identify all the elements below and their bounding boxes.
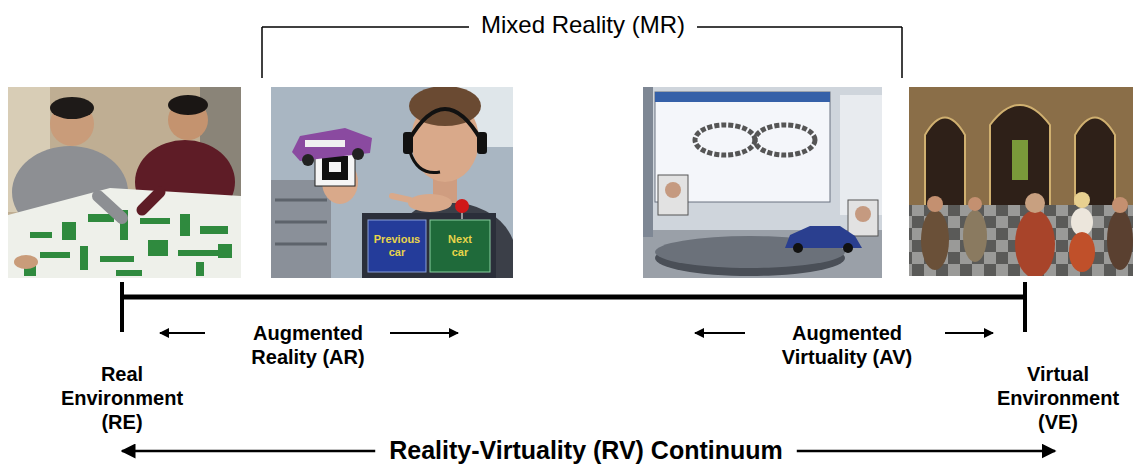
headset-mic <box>410 152 440 173</box>
virtual-car-wheel <box>302 154 314 166</box>
augmented-virtuality-label: Augmented Virtuality (AV) <box>767 321 927 369</box>
temple-arch <box>990 105 1050 210</box>
virtual-environment-screenshot <box>909 87 1133 276</box>
headset-cup <box>403 132 413 154</box>
button-plate <box>362 213 496 278</box>
chain-image <box>695 125 755 155</box>
virtual-car-wheel <box>843 243 853 253</box>
map-sheet <box>8 188 241 278</box>
avatar-skirt <box>1069 232 1095 272</box>
pointing-hand <box>14 255 38 269</box>
augmented-virtuality-screenshot <box>643 87 882 278</box>
continuum-label: Reality-Virtuality (RV) Continuum <box>276 437 896 465</box>
shelf-lines <box>275 200 327 244</box>
avatar-head <box>1112 197 1128 213</box>
avatar-body <box>1015 210 1055 276</box>
avatar-head <box>1025 193 1045 213</box>
continuum-axis <box>122 295 1027 300</box>
virtual-room-wall <box>643 87 882 278</box>
video-face <box>855 206 871 222</box>
axis-end-tick <box>1023 282 1027 332</box>
continuum-arrow <box>122 450 375 453</box>
range-arrow <box>945 332 993 334</box>
person-arm <box>98 196 122 218</box>
person-hair <box>50 97 94 119</box>
continuum-arrow <box>797 450 1055 453</box>
pointing-finger <box>392 196 410 200</box>
avatar-head <box>1074 192 1090 208</box>
headset-cup <box>477 132 487 154</box>
virtual-button <box>368 220 426 272</box>
slider-ball <box>455 199 469 213</box>
virtual-room-panel <box>840 95 882 215</box>
avatar-body <box>921 210 949 270</box>
chain-image <box>755 125 815 155</box>
bracket-line <box>697 26 902 28</box>
virtual-car-wheel <box>352 148 364 160</box>
range-arrow <box>160 332 205 334</box>
person-hair <box>409 87 481 126</box>
bracket-line <box>262 26 469 28</box>
avatar-head <box>927 196 943 212</box>
bracket-line <box>901 27 903 78</box>
virtual-car-stripe <box>305 140 345 147</box>
range-arrow <box>390 332 458 334</box>
photo-shelf <box>271 180 331 278</box>
augmented-reality-photo <box>271 87 513 278</box>
virtual-car-wheel <box>793 243 803 253</box>
avatar-body <box>1071 208 1093 236</box>
headset-band <box>409 109 481 140</box>
real-environment-photo <box>8 87 241 278</box>
pointing-hand <box>408 194 452 212</box>
button-caption: Previous car <box>369 233 425 259</box>
photo-wall <box>8 87 241 278</box>
button-caption: Next car <box>443 233 477 259</box>
person-hair <box>168 95 208 115</box>
video-frame <box>658 175 688 215</box>
endpoint-label: Virtual Environment (VE) <box>992 362 1124 434</box>
video-face <box>665 182 681 198</box>
video-frame <box>848 200 878 236</box>
avatar-body <box>1107 210 1133 270</box>
virtual-button <box>430 220 490 272</box>
range-arrow <box>695 332 745 334</box>
bracket-line <box>261 27 263 78</box>
augmented-reality-label: Augmented Reality (AR) <box>233 321 383 369</box>
avatar-body <box>963 210 987 262</box>
marker-pattern <box>329 162 341 172</box>
avatar-head <box>968 197 982 211</box>
map-blocks <box>24 210 232 276</box>
mixed-reality-label: Mixed Reality (MR) <box>433 11 733 40</box>
endpoint-label: Real Environment (RE) <box>56 362 188 434</box>
temple-wall <box>909 87 1133 212</box>
marker-pattern <box>322 156 348 180</box>
virtual-room-pillar <box>643 87 653 237</box>
axis-end-tick <box>120 282 124 332</box>
temple-arch <box>1075 118 1115 211</box>
screen-header <box>655 92 830 102</box>
temple-arch <box>925 118 965 211</box>
temple-statue <box>1012 140 1028 180</box>
person-arm <box>142 192 160 210</box>
photo-wall <box>271 87 513 278</box>
